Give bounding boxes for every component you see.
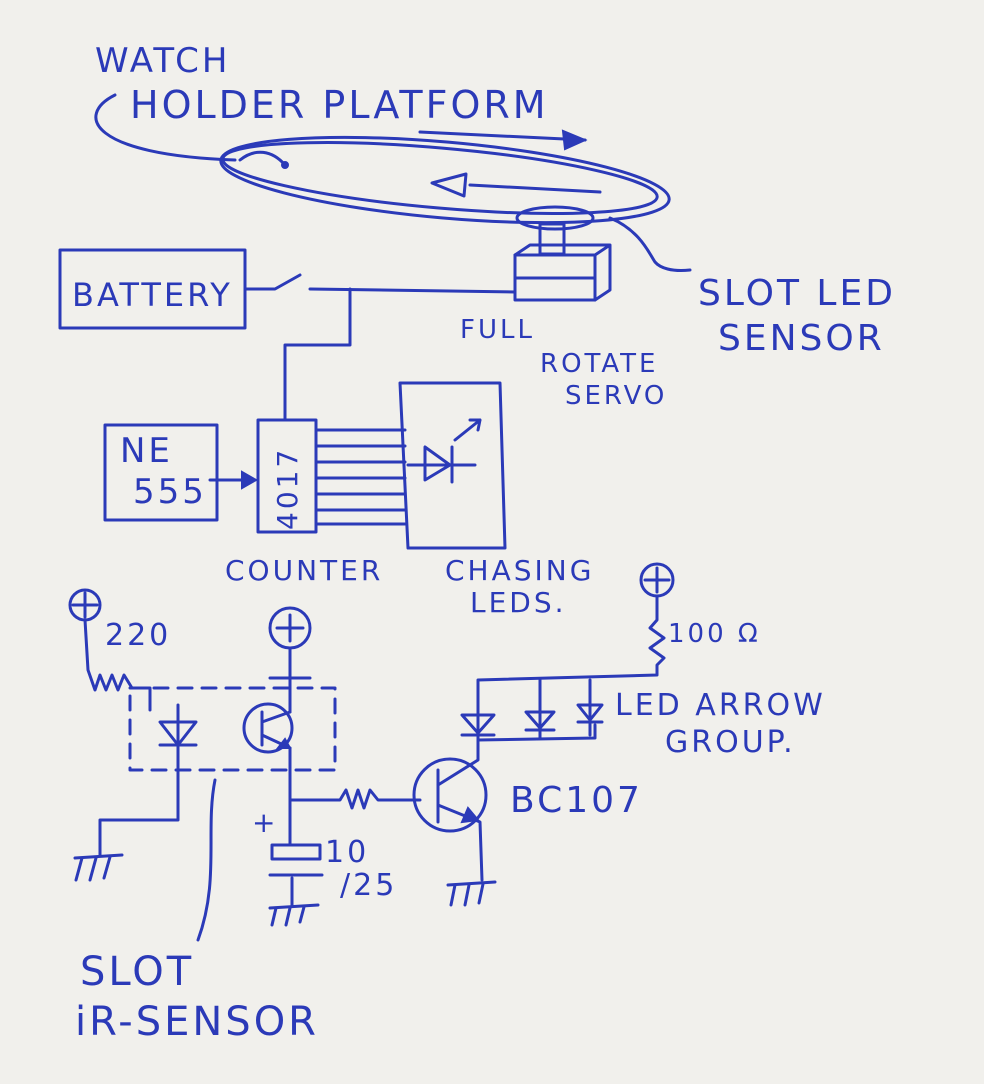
servo-supply-wire (308, 287, 517, 294)
label-counter: COUNTER (225, 554, 383, 587)
label-4017: 4017 (271, 447, 304, 530)
power-switch (243, 273, 302, 291)
label-cap-10: 10 (325, 835, 369, 870)
label-led-arrow: LED ARROW (615, 688, 826, 723)
led-arrow-group (460, 678, 604, 742)
full-rotate-servo (513, 205, 612, 302)
label-100-ohm: 100 Ω (668, 619, 761, 649)
counter-4017-chip (256, 418, 318, 534)
label-cap-25: /25 (340, 868, 397, 903)
chasing-leds-block (398, 381, 507, 550)
slot-ir-sensor-pointer (196, 778, 217, 942)
ne555-chip (103, 423, 219, 522)
ir-led (158, 703, 198, 762)
label-slot-led: SLOT LED (698, 273, 896, 314)
label-slot: SLOT (80, 949, 194, 995)
label-ir-sensor: iR-SENSOR (75, 999, 319, 1045)
label-bc107: BC107 (510, 780, 643, 821)
counter-output-bus (314, 428, 407, 526)
ground-symbol-1 (73, 853, 124, 882)
label-555: 555 (133, 472, 207, 512)
label-cap-plus: + (252, 806, 278, 839)
supply-plus-right (639, 562, 675, 598)
ir-led-ground-wire (98, 758, 180, 857)
counter-supply-wire (283, 287, 352, 422)
supply-plus-left (68, 588, 102, 622)
capacitor-10-25 (268, 843, 324, 907)
resistor-100-ohm (476, 594, 666, 702)
ground-symbol-2 (268, 903, 320, 927)
label-220: 220 (105, 618, 171, 653)
label-rotate: ROTATE (540, 349, 658, 379)
label-battery: BATTERY (72, 276, 233, 314)
base-resistor (288, 788, 422, 810)
label-sensor: SENSOR (718, 318, 885, 359)
label-watch: WATCH (95, 41, 230, 81)
watch-holder-platform (219, 129, 671, 225)
slot-led-pointer (608, 216, 692, 272)
label-chasing: CHASING (445, 554, 594, 587)
label-group: GROUP. (665, 725, 796, 760)
label-holder-platform: HOLDER PLATFORM (130, 83, 549, 127)
ground-symbol-3 (446, 880, 497, 907)
label-ne: NE (120, 431, 173, 471)
watch-pointer-line (94, 93, 237, 162)
slot-sensor-housing (128, 686, 337, 772)
label-servo: SERVO (565, 381, 667, 411)
supply-plus-mid (268, 606, 312, 650)
label-full: FULL (460, 315, 535, 345)
label-leds: LEDS. (470, 586, 567, 619)
rotation-arrow-left (468, 183, 602, 194)
bc107-transistor (412, 728, 488, 882)
rotation-arrow-right (418, 130, 587, 142)
phototransistor (242, 702, 294, 754)
